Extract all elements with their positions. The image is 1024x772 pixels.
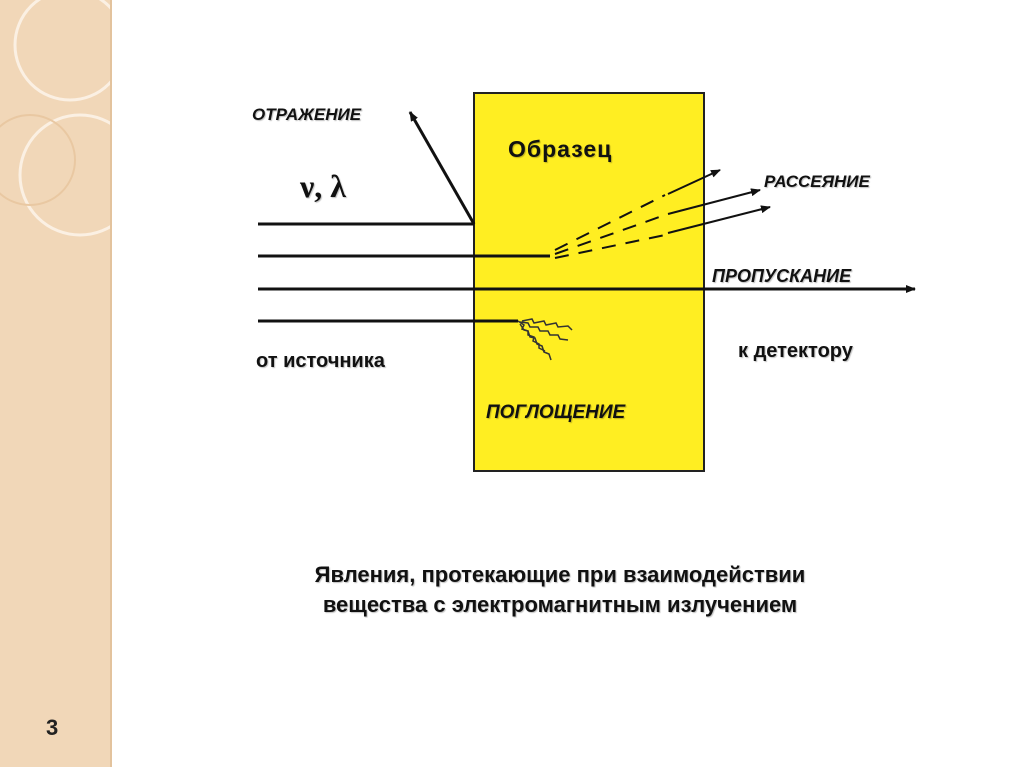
transmission-label: ПРОПУСКАНИЕ (712, 266, 852, 286)
caption-line-1: Явления, протекающие при взаимодействии (314, 562, 806, 587)
side-band-edge (110, 0, 112, 767)
absorption-label: ПОГЛОЩЕНИЕ (486, 402, 626, 423)
sample-block (473, 92, 705, 472)
scattering-label: РАССЕЯНИЕ (764, 172, 870, 191)
scatter-arrow-2 (667, 188, 761, 215)
sample-label: Образец (508, 136, 613, 162)
scatter-arrow-1 (667, 169, 721, 195)
absorption-squiggle-1 (517, 320, 546, 352)
caption-line-2: вещества с электромагнитным излучением (322, 592, 798, 617)
reflection-label: ОТРАЖЕНИЕ (252, 105, 362, 124)
slide-caption: Явления, протекающие при взаимодействии … (180, 560, 940, 620)
scatter-dash-3 (554, 234, 666, 259)
reflection-arrow (408, 111, 476, 225)
slide-number: 3 (46, 715, 59, 740)
scatter-arrow-3 (667, 205, 771, 234)
scatter-dash-1 (554, 194, 666, 251)
decorative-side-band (0, 0, 142, 767)
absorption-squiggle-3 (521, 318, 573, 331)
absorption-squiggle-4 (519, 323, 552, 361)
absorption-squiggle-2 (519, 321, 569, 341)
from-source-label: от источника (256, 350, 385, 372)
frequency-wavelength-label: ν, λ (300, 168, 347, 204)
to-detector-label: к детектору (738, 340, 853, 362)
scatter-dash-2 (554, 214, 666, 255)
